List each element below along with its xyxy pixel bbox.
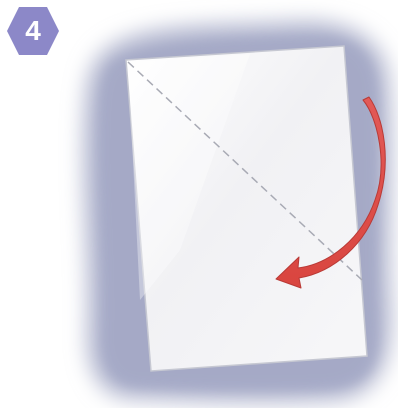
step-number: 4 [6,6,60,56]
